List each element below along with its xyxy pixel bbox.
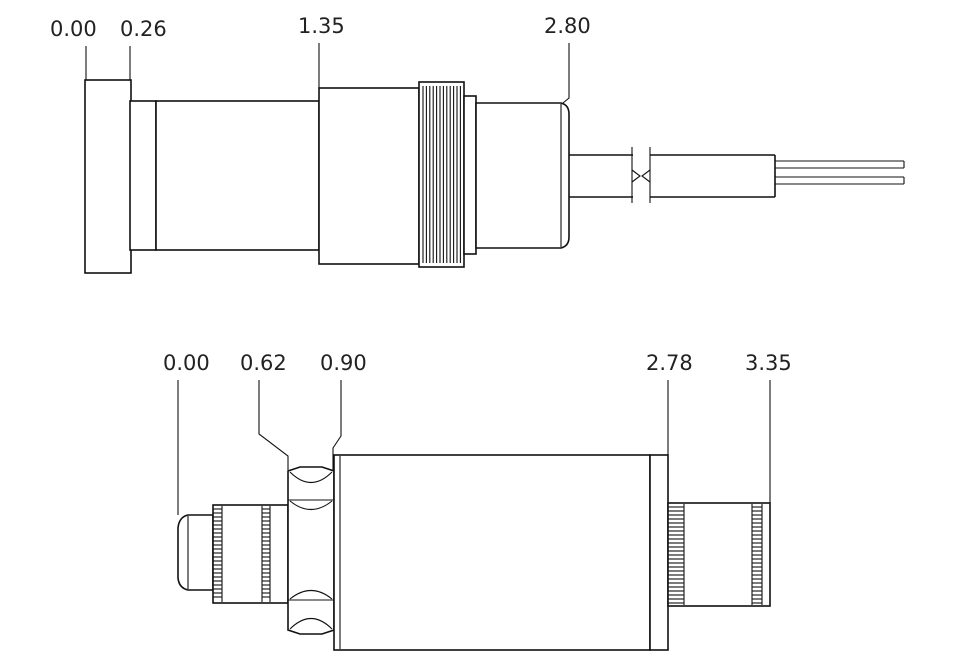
bottom-end-ring [649,454,669,651]
top-extension-lines [85,43,570,104]
bottom-dim-0: 0.00 [163,351,210,375]
top-dim-0: 0.00 [50,17,97,41]
top-dim-3: 2.80 [544,14,591,38]
top-dim-2: 1.35 [298,14,345,38]
top-cable [569,147,776,203]
top-dim-1: 0.26 [120,17,167,41]
bottom-main-body [333,454,651,651]
thread-right-marks [668,506,762,604]
bottom-hex-nut [287,466,335,635]
bottom-dim-2: 0.90 [320,351,367,375]
bottom-dim-3: 2.78 [646,351,693,375]
bottom-view: 0.00 0.62 0.90 2.78 3.35 [163,351,792,651]
bottom-dim-1: 0.62 [240,351,287,375]
bottom-extension-lines [177,380,771,515]
top-shoulder [129,100,157,251]
bottom-thread-port [212,504,289,604]
top-connector-body [318,87,420,265]
thread-left-marks [213,508,270,598]
top-tube [155,100,320,251]
top-flange [84,79,132,274]
top-wire-leads [775,160,905,185]
knurl-lines [422,86,461,263]
bottom-dim-4: 3.35 [745,351,792,375]
top-cable-boot [475,102,570,249]
top-collar [463,95,477,255]
bottom-port-tip [177,514,214,591]
top-view: 0.00 0.26 1.35 2.80 [50,14,905,274]
